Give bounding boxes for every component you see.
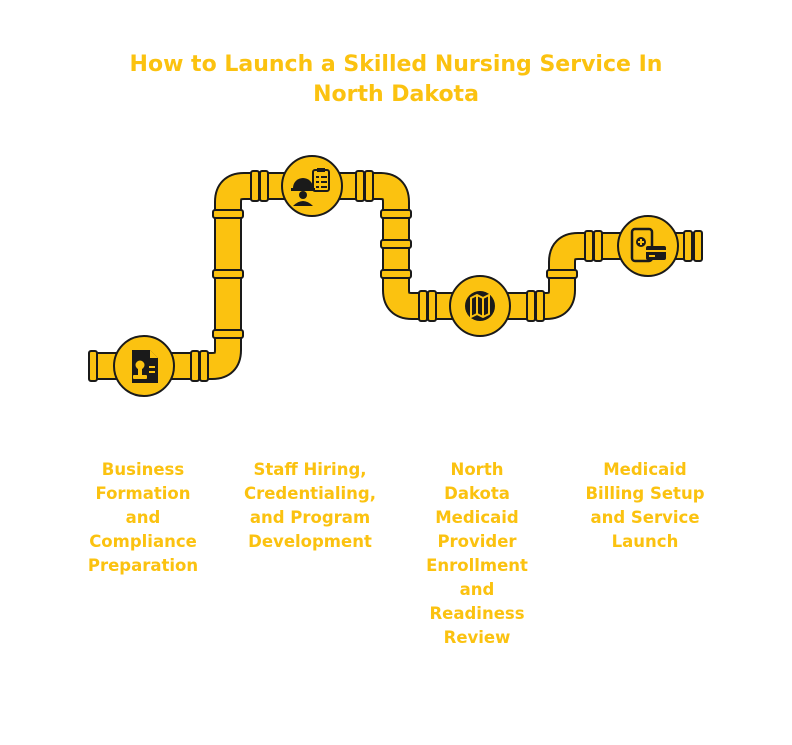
step-1-label: Business Formation and Compliance Prepar… <box>87 460 199 575</box>
pipe-coupling <box>259 170 269 202</box>
step-4-label: Medicaid Billing Setup and Service Launc… <box>585 460 705 551</box>
document-stamp-icon <box>132 350 158 383</box>
pipe-coupling <box>418 290 428 322</box>
pipe-end-cap-right <box>693 230 703 262</box>
step-1-node <box>113 335 175 397</box>
phone-payment-icon <box>630 227 666 263</box>
step-2-label: Staff Hiring, Credentialing, and Program… <box>244 460 376 551</box>
pipe-coupling <box>683 230 693 262</box>
step-4-node <box>617 215 679 277</box>
pipe-coupling <box>212 329 244 339</box>
map-icon <box>465 291 495 321</box>
worker-clipboard-icon <box>291 168 330 206</box>
pipe-coupling <box>546 269 578 279</box>
pipe-coupling <box>364 170 374 202</box>
step-3-label: North Dakota Medicaid Provider Enrollmen… <box>426 460 528 647</box>
pipe-coupling <box>584 230 594 262</box>
pipe-coupling <box>355 170 365 202</box>
step-3-node <box>449 275 511 337</box>
pipe-coupling <box>427 290 437 322</box>
diagram-title: How to Launch a Skilled Nursing Service … <box>129 52 663 107</box>
pipe-coupling <box>535 290 545 322</box>
pipe-coupling <box>190 350 200 382</box>
pipe-coupling <box>199 350 209 382</box>
pipe-coupling <box>212 209 244 219</box>
pipe-coupling <box>250 170 260 202</box>
pipe-coupling <box>380 209 412 219</box>
pipe-couplings <box>88 170 703 382</box>
pipe-coupling <box>526 290 536 322</box>
pipe-coupling <box>593 230 603 262</box>
pipe-end-cap-left <box>88 350 98 382</box>
pipe-coupling <box>380 269 412 279</box>
pipe-coupling <box>380 239 412 249</box>
pipe-coupling <box>212 269 244 279</box>
step-2-node <box>281 155 343 217</box>
